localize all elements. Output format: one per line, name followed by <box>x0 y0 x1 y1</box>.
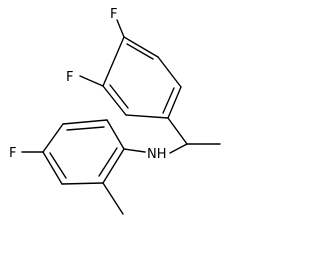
bond <box>162 87 175 114</box>
bond <box>123 148 146 153</box>
amine-label: NH <box>147 147 167 162</box>
bond <box>102 148 125 184</box>
bond <box>102 182 124 215</box>
bond <box>167 86 182 119</box>
bond <box>157 56 182 88</box>
fluorine-label: F <box>110 7 117 22</box>
bond <box>109 84 129 109</box>
bond <box>49 152 67 179</box>
molecule-structure: F F F NH <box>9 7 221 215</box>
fluorine-label: F <box>66 70 73 85</box>
bond <box>66 126 105 131</box>
difluorophenyl-ring <box>102 36 182 119</box>
bond <box>98 147 118 177</box>
fluoromethylphenyl-ring <box>42 119 146 185</box>
bond <box>123 36 159 58</box>
bond <box>62 119 108 125</box>
bond <box>61 182 104 185</box>
bond <box>167 117 188 145</box>
bond <box>125 114 169 119</box>
ethyl-linker <box>167 117 221 154</box>
bond <box>42 151 63 185</box>
bond <box>79 75 104 87</box>
bond <box>169 143 188 154</box>
bond <box>42 123 64 153</box>
bond <box>102 36 125 87</box>
bond <box>102 85 127 116</box>
bond <box>106 119 125 150</box>
bond <box>126 43 154 60</box>
fluorine-label: F <box>9 146 16 161</box>
bond <box>116 19 125 38</box>
